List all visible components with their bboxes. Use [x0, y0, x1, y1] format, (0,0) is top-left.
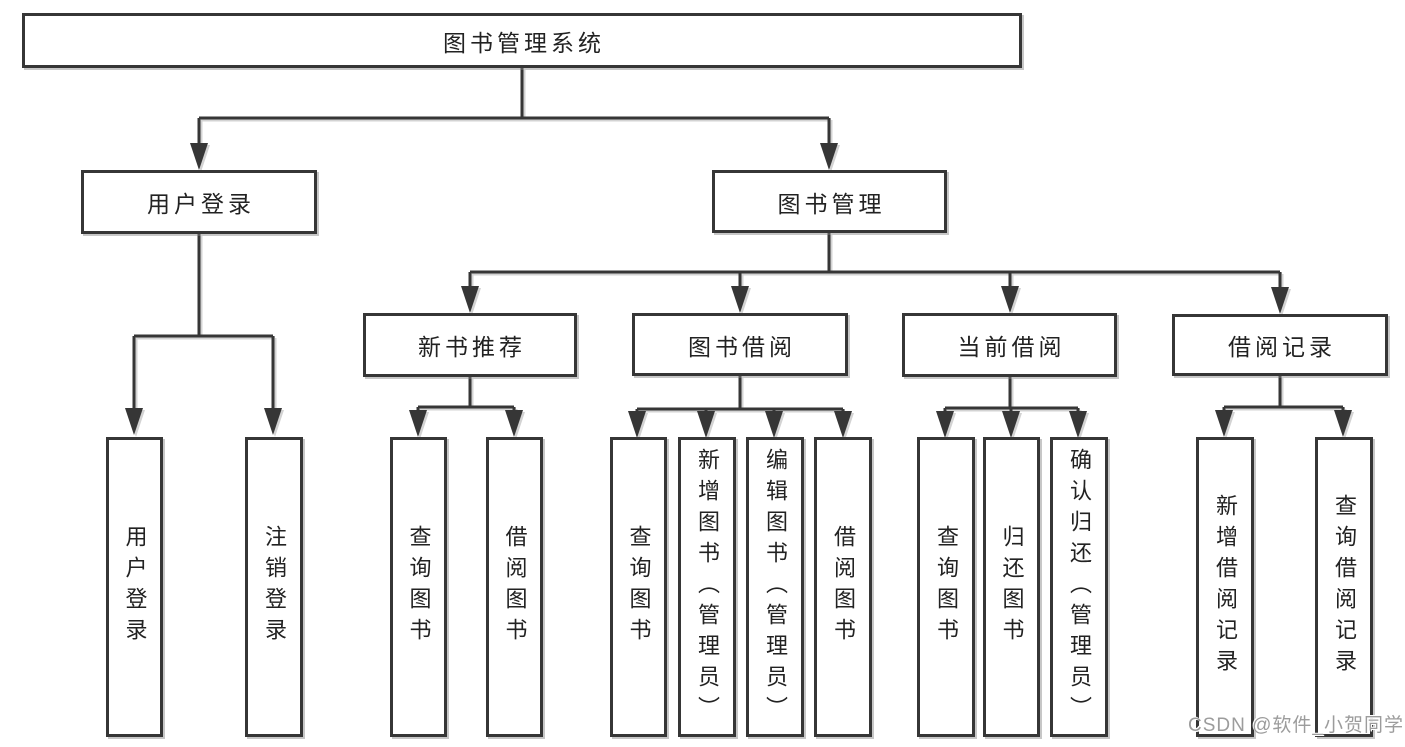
node-book-borrow: 图书借阅	[632, 313, 848, 376]
csdn-watermark: CSDN @软件_小贺同学	[1188, 715, 1404, 736]
node-new-book-recommend: 新书推荐	[363, 313, 577, 377]
leaf-borrow-books-recommend: 借阅图书	[486, 437, 543, 737]
leaf-return-book: 归还图书	[983, 437, 1040, 737]
leaf-borrow-books: 借阅图书	[814, 437, 872, 737]
leaf-query-borrow-record: 查询借阅记录	[1315, 437, 1373, 737]
root-node-library-system: 图书管理系统	[22, 13, 1022, 68]
node-book-management: 图书管理	[712, 170, 947, 233]
leaf-confirm-return-admin: 确认归还（管理员）	[1050, 437, 1108, 737]
leaf-query-books-current: 查询图书	[917, 437, 975, 737]
leaf-add-borrow-record: 新增借阅记录	[1196, 437, 1254, 737]
node-user-login: 用户登录	[81, 170, 317, 234]
leaf-query-books-borrow: 查询图书	[610, 437, 667, 737]
leaf-query-books-recommend: 查询图书	[390, 437, 447, 737]
node-borrow-records: 借阅记录	[1172, 314, 1388, 376]
leaf-edit-book-admin: 编辑图书（管理员）	[746, 437, 804, 737]
leaf-logout: 注销登录	[245, 437, 303, 737]
node-current-borrow: 当前借阅	[902, 313, 1117, 377]
leaf-user-login: 用户登录	[106, 437, 163, 737]
leaf-add-book-admin: 新增图书（管理员）	[678, 437, 736, 737]
